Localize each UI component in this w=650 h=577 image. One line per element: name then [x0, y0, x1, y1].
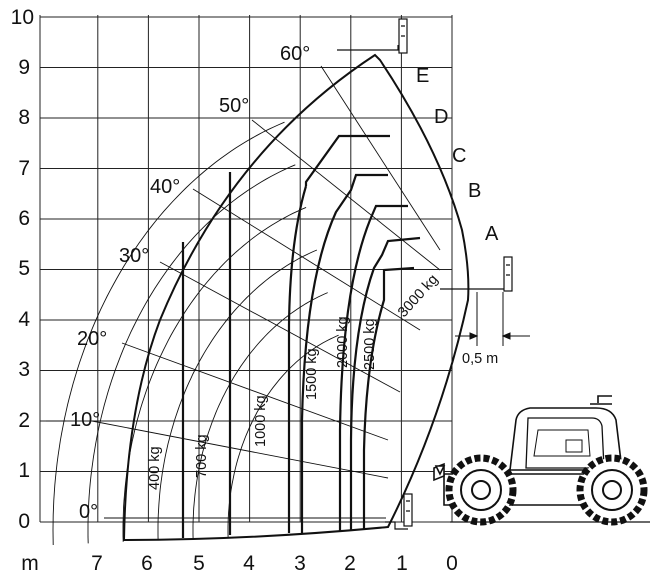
zone-a-boundary	[362, 266, 415, 529]
y-tick-5: 5	[18, 257, 30, 280]
outer-envelope	[122, 53, 470, 542]
angle-labels: 0° 10° 20° 30° 40° 50° 60°	[70, 43, 310, 523]
zone-e-step	[304, 134, 390, 186]
angle-ray-30	[159, 261, 401, 393]
y-tick-8: 8	[18, 106, 30, 129]
extension-arc	[52, 121, 285, 546]
fork-icon-bottom	[385, 493, 413, 530]
angle-label-20: 20°	[77, 328, 107, 350]
angle-label-10: 10°	[70, 409, 100, 431]
rear-wheel-icon	[576, 454, 648, 526]
zone-label-d: D	[434, 106, 448, 128]
x-tick-4: 4	[243, 552, 255, 575]
fork-offset-label: 0,5 m	[462, 351, 498, 367]
y-tick-2: 2	[18, 409, 30, 432]
zone-label-c: C	[452, 145, 466, 167]
y-tick-7: 7	[18, 157, 30, 180]
angle-label-50: 50°	[219, 95, 249, 117]
fork-offset-dimension	[455, 292, 530, 346]
extension-arc	[157, 249, 318, 541]
zone-label-b: B	[468, 180, 481, 202]
extension-arc	[87, 164, 296, 544]
angle-ray-20	[121, 342, 389, 441]
load-label-400: 400 kg	[147, 446, 163, 490]
x-tick-0: 0	[446, 552, 458, 575]
x-unit-label: m	[21, 552, 39, 575]
load-label-1000: 1000 kg	[253, 395, 269, 447]
x-tick-7: 7	[91, 552, 103, 575]
angle-ray-10	[91, 420, 389, 479]
load-label-2500: 2500 kg	[362, 318, 378, 370]
zone-label-a: A	[485, 223, 499, 245]
x-tick-5: 5	[193, 552, 205, 575]
zone-label-e: E	[416, 65, 429, 87]
boom-angle-rays	[46, 65, 441, 519]
boundary-1500-upper	[287, 185, 308, 326]
x-tick-1: 1	[396, 552, 408, 575]
angle-label-40: 40°	[150, 176, 180, 198]
y-tick-3: 3	[18, 358, 30, 381]
zone-b-boundary	[349, 236, 421, 530]
y-tick-9: 9	[18, 56, 30, 79]
fork-icon-top	[337, 18, 408, 54]
zone-letters: A B C D E	[416, 65, 499, 245]
extension-arc	[122, 206, 307, 542]
x-tick-3: 3	[294, 552, 306, 575]
load-label-3000: 3000 kg	[395, 272, 441, 321]
load-label-2000: 2000 kg	[335, 316, 351, 368]
front-wheel-icon	[445, 454, 517, 526]
angle-ray-40	[192, 188, 421, 331]
extension-arc	[227, 334, 339, 538]
y-tick-0: 0	[18, 510, 30, 533]
zone-d-boundary	[300, 173, 388, 533]
x-tick-2: 2	[344, 552, 356, 575]
zone-c-boundary	[338, 204, 408, 531]
y-axis-labels: 0 1 2 3 4 5 6 7 8 9 10	[11, 6, 34, 533]
y-tick-1: 1	[18, 459, 30, 482]
angle-ray-60	[320, 65, 441, 251]
angle-label-0: 0°	[79, 501, 98, 523]
x-tick-6: 6	[141, 552, 153, 575]
angle-ray-50	[251, 119, 441, 271]
fork-icon-right	[440, 256, 513, 292]
y-tick-6: 6	[18, 207, 30, 230]
load-label-700: 700 kg	[194, 434, 210, 478]
load-labels: 400 kg 700 kg 1000 kg 1500 kg 2000 kg 25…	[147, 272, 442, 490]
y-tick-10: 10	[11, 6, 34, 29]
y-tick-4: 4	[18, 308, 30, 331]
load-label-1500: 1500 kg	[304, 348, 320, 400]
angle-label-30: 30°	[119, 245, 149, 267]
reach-envelope-curves	[52, 53, 470, 546]
angle-label-60: 60°	[280, 43, 310, 65]
load-boundaries	[181, 134, 421, 538]
x-axis-labels: m 7 6 5 4 3 2 1 0	[21, 552, 458, 575]
